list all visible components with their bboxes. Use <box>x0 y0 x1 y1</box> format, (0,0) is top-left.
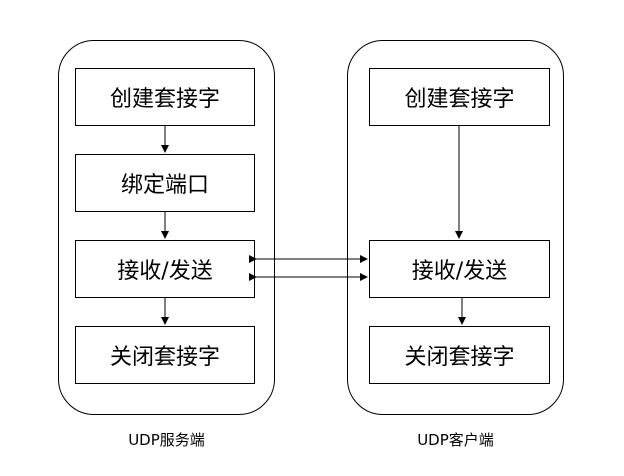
client-close-socket-box: 关闭套接字 <box>369 326 550 384</box>
client-caption: UDP客户端 <box>417 431 494 449</box>
client-recv-send-box: 接收/发送 <box>369 240 550 298</box>
server-bind-port-box: 绑定端口 <box>75 154 255 212</box>
server-caption: UDP服务端 <box>128 431 205 449</box>
client-create-socket-box: 创建套接字 <box>369 68 550 126</box>
server-create-socket-box: 创建套接字 <box>75 68 255 126</box>
server-close-socket-box: 关闭套接字 <box>75 326 255 384</box>
server-recv-send-box: 接收/发送 <box>75 240 255 298</box>
